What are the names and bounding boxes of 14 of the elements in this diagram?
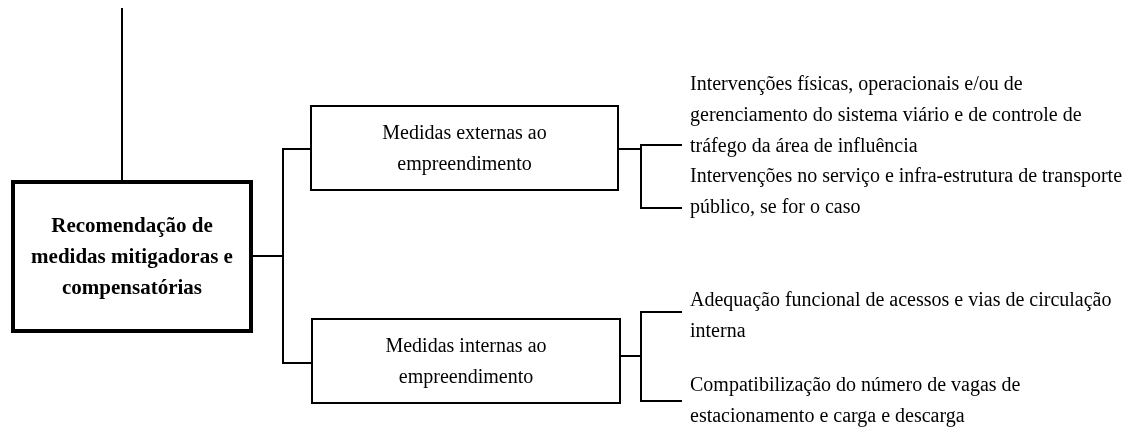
connector-line [252,255,312,364]
main-box [11,180,253,333]
measure-text: Compatibilização do número de vagas de estacionamento e carga e descarga [682,369,1142,431]
category-box [310,105,619,191]
connector-line [121,7,123,181]
measure-text: Intervenções físicas, operacionais e/ou de gerenciamento do sistema viário e de controle de tráfego da área de influência [682,68,1142,161]
measure-text: Intervenções no serviço e infra-estrutura de transporte público, se for o caso [682,160,1142,222]
main-title: Recomendação de medidas mitigadoras e compensatórias [30,212,234,301]
measure-text: Adequação funcional de acessos e vias de circulação interna [682,284,1142,346]
category-box [311,318,621,404]
category-label: Medidas internas ao empreendimento [384,333,548,390]
category-label: Medidas externas ao empreendimento [381,120,548,177]
connector-line [618,148,683,209]
connector-line [620,355,683,402]
